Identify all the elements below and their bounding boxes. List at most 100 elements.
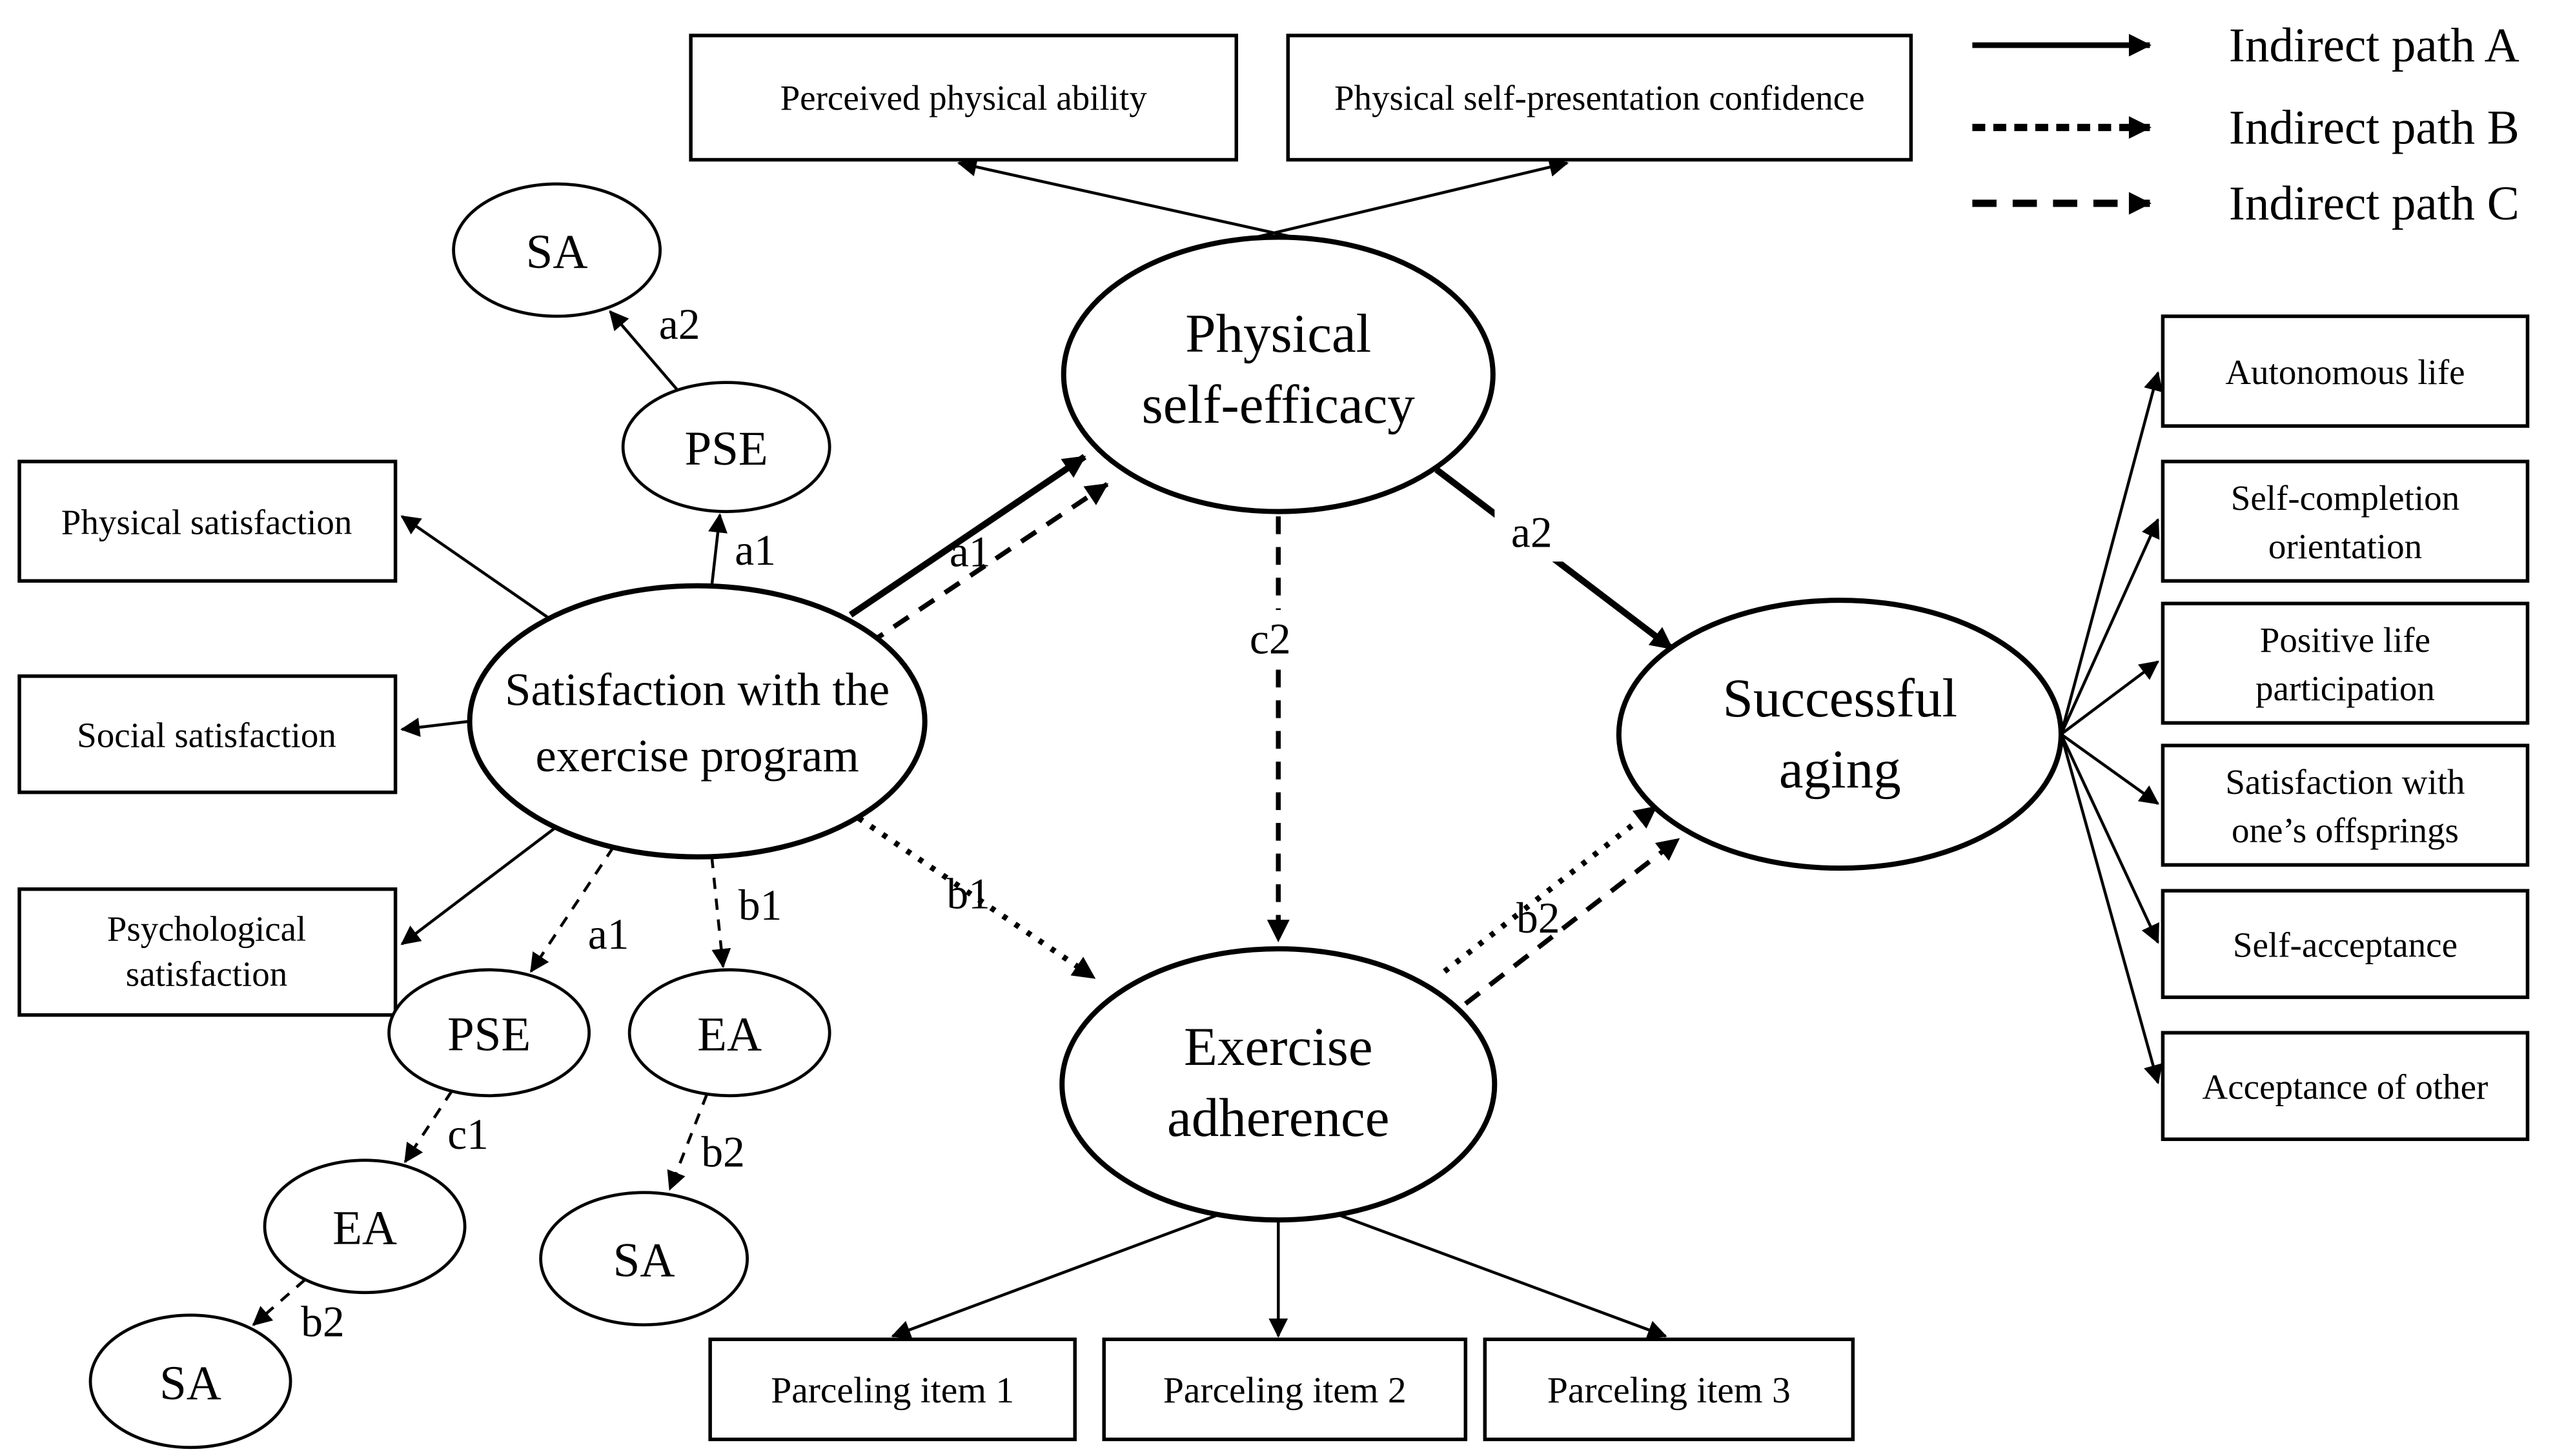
label-gap-a2 [1494,503,1569,562]
label-sa-low-mid: SA [613,1234,675,1288]
structural-paths [848,454,1680,1006]
arrow-sag-to-autonomous-life [2059,371,2163,735]
label-pse-line1: Physical [1185,303,1371,364]
label-self-completion-line2: orientation [2268,527,2422,566]
coef-b1-main: b1 [946,870,990,918]
coef-b2-low: b2 [301,1297,344,1346]
ellipse-physical-self-efficacy [1061,234,1496,514]
ellipse-satisfaction-exercise-program [467,583,928,860]
arrow-pse-to-perceived-ability [957,157,1301,241]
label-ea-line1: Exercise [1184,1016,1373,1077]
label-parceling-item-2: Parceling item 2 [1163,1370,1407,1411]
box-autonomous-life [2161,314,2530,428]
label-pse-line2: self-efficacy [1142,374,1416,435]
label-pse-top: PSE [685,422,768,476]
label-sag-line2: aging [1779,739,1901,800]
ellipse-successful-aging [1616,598,2064,871]
box-self-completion-orientation [2161,460,2530,583]
label-sat-line1: Satisfaction with the [505,663,890,716]
arrow-sat-to-pse-top [708,513,728,586]
label-ea-mid: EA [697,1008,762,1062]
label-parceling-item-1: Parceling item 1 [771,1370,1014,1411]
label-pse-low: PSE [447,1008,531,1062]
path-a-sat-to-pse [848,454,1087,618]
arrow-ea-to-parceling-1 [891,1212,1223,1339]
ellipse-ea-mid [627,968,831,1098]
label-sa-low-left: SA [159,1357,221,1410]
legend-label-path-a: Indirect path A [2229,19,2519,72]
label-ea-line2: adherence [1167,1087,1389,1148]
label-self-acceptance: Self-acceptance [2233,925,2458,965]
label-sat-line2: exercise program [536,729,859,782]
label-physical-self-presentation: Physical self-presentation confidence [1334,78,1865,117]
coef-b2-main: b2 [1516,894,1560,942]
arrow-pse-to-self-presentation [1248,157,1569,241]
legend-label-path-c: Indirect path C [2229,177,2519,230]
box-physical-satisfaction [17,460,398,583]
legend: Indirect path A Indirect path B Indirect… [1972,19,2519,230]
coef-b1-low: b1 [738,881,782,929]
label-positive-life-line2: participation [2255,669,2435,708]
box-perceived-physical-ability [689,34,1238,162]
coef-c1-low: c1 [447,1110,489,1158]
arrow-sat-to-ea-mid [710,856,731,969]
arrow-sat-to-physical-satisfaction [400,515,550,620]
label-gap-c2 [1233,610,1308,669]
coef-a1-main: a1 [950,528,991,576]
label-self-completion-line1: Self-completion [2231,478,2459,518]
box-positive-life-participation [2161,602,2530,725]
label-autonomous-life: Autonomous life [2225,352,2465,392]
label-sag-line1: Successful [1723,668,1958,729]
label-acceptance-of-other: Acceptance of other [2203,1067,2489,1107]
coef-c2-main: c2 [1250,615,1291,663]
arrow-sag-to-self-acceptance [2059,733,2159,944]
indicator-boxes [17,34,2530,1442]
coef-a2-top: a2 [659,300,700,349]
arrow-sat-to-social-satisfaction [400,717,470,737]
box-parceling-item-2 [1102,1337,1468,1442]
mediation-chain-arrows [252,846,731,1326]
arrow-sat-to-psychological-satisfaction [400,826,556,945]
box-psychological-satisfaction [17,887,398,1017]
arrow-sag-to-offsprings [2060,733,2159,805]
ellipse-pse-top [621,381,831,513]
coef-b2-mid: b2 [701,1128,745,1177]
path-c-ea-to-sag [1463,837,1680,1006]
label-psychological-line2: satisfaction [126,955,287,994]
path-c-sat-to-pse [867,481,1109,646]
box-parceling-item-3 [1483,1337,1855,1442]
ellipse-ea-low [263,1158,467,1295]
box-physical-self-presentation-confidence [1286,34,1913,162]
label-offsprings-line1: Satisfaction with [2225,762,2465,802]
ellipse-pse-low [387,968,591,1098]
arrow-sag-to-self-completion [2059,518,2160,735]
path-b-ea-to-sag [1443,804,1658,974]
box-social-satisfaction [17,674,398,794]
coef-a2-main: a2 [1511,509,1552,557]
box-parceling-item-1 [708,1337,1077,1442]
box-self-acceptance [2161,889,2530,999]
box-acceptance-of-other [2161,1031,2530,1141]
latent-ellipses [88,182,2064,1450]
label-psychological-line1: Psychological [107,909,307,949]
coef-a1-low: a1 [588,910,629,958]
path-coefficient-labels: a1 a2 b1 b2 c2 a1 a2 a1 b1 c1 b2 b2 [301,300,1560,1346]
label-physical-satisfaction: Physical satisfaction [61,503,352,542]
arrow-ea-mid-to-sa-low-mid [667,1093,709,1191]
box-satisfaction-with-offsprings [2161,743,2530,867]
coef-a1-top: a1 [735,526,776,574]
arrow-sag-to-acceptance-of-other [2059,734,2163,1085]
arrow-sat-to-pse-low [529,846,615,973]
label-parceling-item-3: Parceling item 3 [1547,1370,1791,1411]
legend-label-path-b: Indirect path B [2229,101,2519,155]
ellipse-exercise-adherence [1059,946,1498,1223]
label-positive-life-line1: Positive life [2260,620,2430,660]
label-sa-top: SA [526,225,588,279]
label-offsprings-line2: one’s offsprings [2232,811,2459,850]
ellipse-sa-low-mid [539,1191,749,1327]
indicator-arrows [400,157,2163,1339]
arrow-ea-low-to-sa-low-left [252,1279,307,1326]
arrow-pse-low-to-ea-low [403,1089,453,1164]
